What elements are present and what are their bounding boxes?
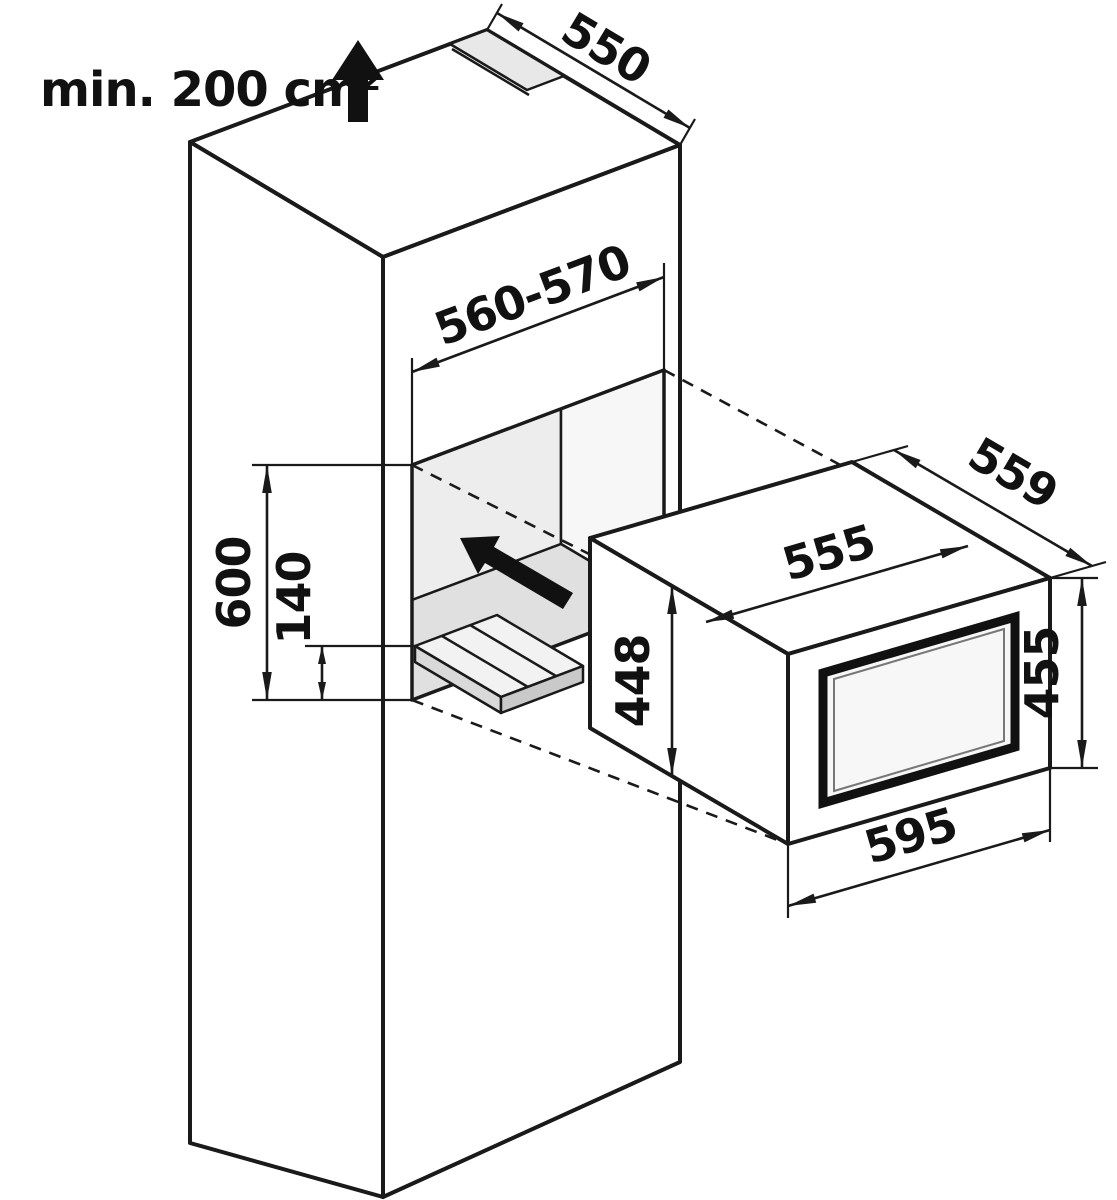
rail-slide-line-1 bbox=[441, 634, 529, 689]
vent-up-arrow-icon bbox=[332, 40, 384, 122]
dim-455-label: 455 bbox=[1015, 626, 1069, 719]
dim-550-ext-2 bbox=[679, 118, 696, 146]
dim-448-label: 448 bbox=[606, 634, 660, 727]
dim-555-line bbox=[705, 544, 969, 624]
cabinet-front-face bbox=[188, 140, 385, 1199]
dim-560-570-line bbox=[411, 275, 665, 374]
rail-slide-line-2 bbox=[469, 623, 557, 678]
dim-550-line bbox=[496, 11, 691, 130]
dim-559-ext-2 bbox=[1049, 560, 1107, 580]
dim-side-height: 455 bbox=[1015, 576, 1098, 770]
dim-niche-height: 600 bbox=[207, 463, 412, 702]
dim-559-ext-1 bbox=[851, 444, 909, 464]
rail-group bbox=[413, 613, 585, 715]
dim-559-label: 559 bbox=[959, 426, 1067, 520]
dim-600-label: 600 bbox=[207, 536, 261, 629]
projection-line-bottom-front bbox=[411, 698, 789, 846]
dim-140-label: 140 bbox=[267, 551, 321, 644]
appliance-door-window-inner-line bbox=[833, 627, 1005, 793]
dim-front-height: 448 bbox=[606, 586, 677, 776]
dim-550-ext-1 bbox=[486, 3, 503, 31]
insertion-arrow-icon bbox=[460, 536, 573, 609]
dim-559-line bbox=[893, 448, 1093, 568]
vent-area-note: min. 200 cm² bbox=[40, 62, 380, 118]
appliance-door-window bbox=[818, 611, 1020, 809]
dim-rail-height: 140 bbox=[267, 551, 415, 700]
dim-front-width: 595 bbox=[786, 768, 1052, 918]
dim-595-line bbox=[787, 828, 1051, 908]
